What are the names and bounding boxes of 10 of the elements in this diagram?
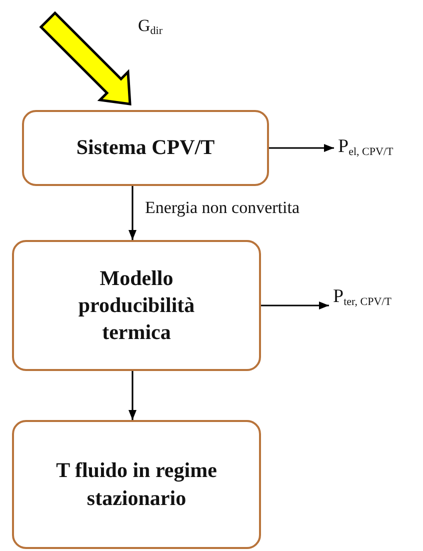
arrow xyxy=(128,371,136,420)
process-box: Sistema CPV/T xyxy=(22,110,269,186)
process-box: Modello producibilità termica xyxy=(12,240,261,371)
output-label: P$_{ter, CPV/T}$ xyxy=(333,286,392,308)
arrow xyxy=(128,186,136,240)
arrow xyxy=(261,302,329,310)
output-label: P$_{el, CPV/T}$ xyxy=(338,136,394,158)
block-arrow xyxy=(39,11,132,106)
arrow xyxy=(269,144,334,152)
process-box: T fluido in regime stazionario xyxy=(12,420,261,549)
